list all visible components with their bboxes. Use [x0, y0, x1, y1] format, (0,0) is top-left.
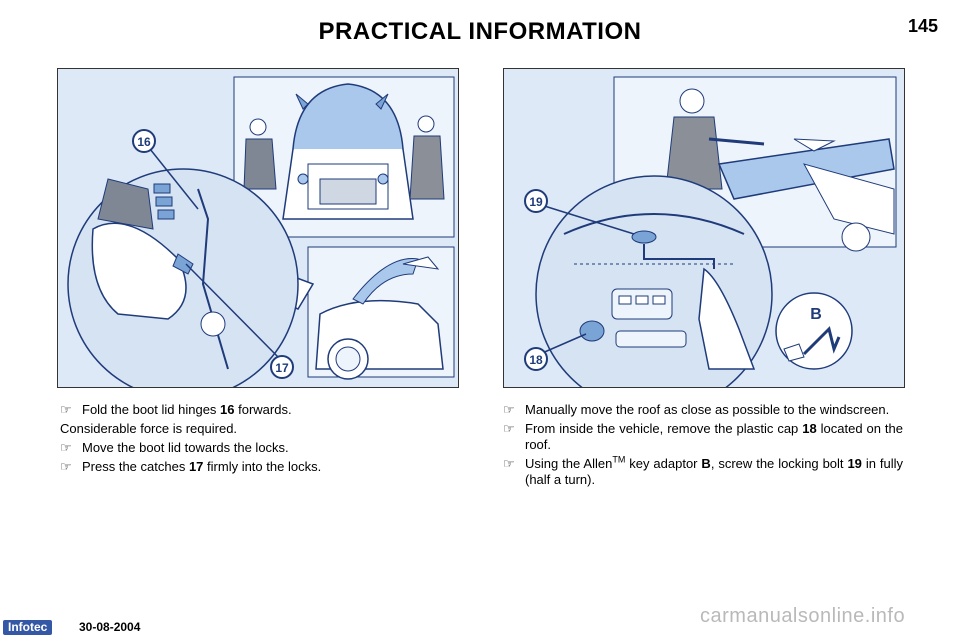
callout-16-label: 16: [137, 135, 151, 149]
page-number: 145: [908, 16, 939, 36]
watermark: carmanualsonline.info: [700, 605, 906, 627]
instruction-move-boot-lid: ☞ Move the boot lid towards the locks.: [60, 440, 289, 455]
pointing-hand-icon: ☞: [503, 421, 515, 436]
print-date: 30-08-2004: [79, 620, 141, 634]
instruction-fold-hinges: ☞ Fold the boot lid hinges 16 forwards.: [60, 402, 292, 417]
right-instructions: ☞ Manually move the roof as close as pos…: [503, 402, 903, 491]
callout-b-label: B: [810, 306, 822, 323]
callout-16: 16: [132, 129, 156, 153]
pointing-hand-icon: ☞: [60, 402, 72, 417]
roof-lock-drawing: B 19 18: [524, 76, 897, 387]
instruction-press-catches: ☞ Press the catches 17 firmly into the l…: [60, 459, 322, 474]
callout-19-label: 19: [529, 195, 543, 209]
infotec-badge: Infotec: [3, 620, 53, 635]
instruction-screw-bolt: ☞ Using the AllenTM key adaptor B, screw…: [503, 454, 903, 487]
pointing-hand-icon: ☞: [503, 456, 515, 471]
pointing-hand-icon: ☞: [503, 402, 515, 417]
callout-19: 19: [524, 189, 548, 213]
boot-lid-illustration: 16 17: [57, 68, 459, 388]
page-title: PRACTICAL INFORMATION: [318, 18, 642, 45]
callout-17-label: 17: [275, 361, 289, 375]
callout-18: 18: [524, 347, 548, 371]
boot-lid-drawing: 16 17: [67, 76, 455, 387]
roof-lock-illustration: B 19 18: [503, 68, 905, 388]
callout-17: 17: [270, 355, 294, 379]
pointing-hand-icon: ☞: [60, 459, 72, 474]
instruction-move-roof: ☞ Manually move the roof as close as pos…: [503, 402, 890, 417]
instruction-remove-cap: ☞ From inside the vehicle, remove the pl…: [503, 421, 903, 452]
note-force-required: Considerable force is required.: [60, 421, 238, 436]
callout-18-label: 18: [529, 353, 543, 367]
pointing-hand-icon: ☞: [60, 440, 72, 455]
left-instructions: ☞ Fold the boot lid hinges 16 forwards. …: [60, 402, 460, 478]
